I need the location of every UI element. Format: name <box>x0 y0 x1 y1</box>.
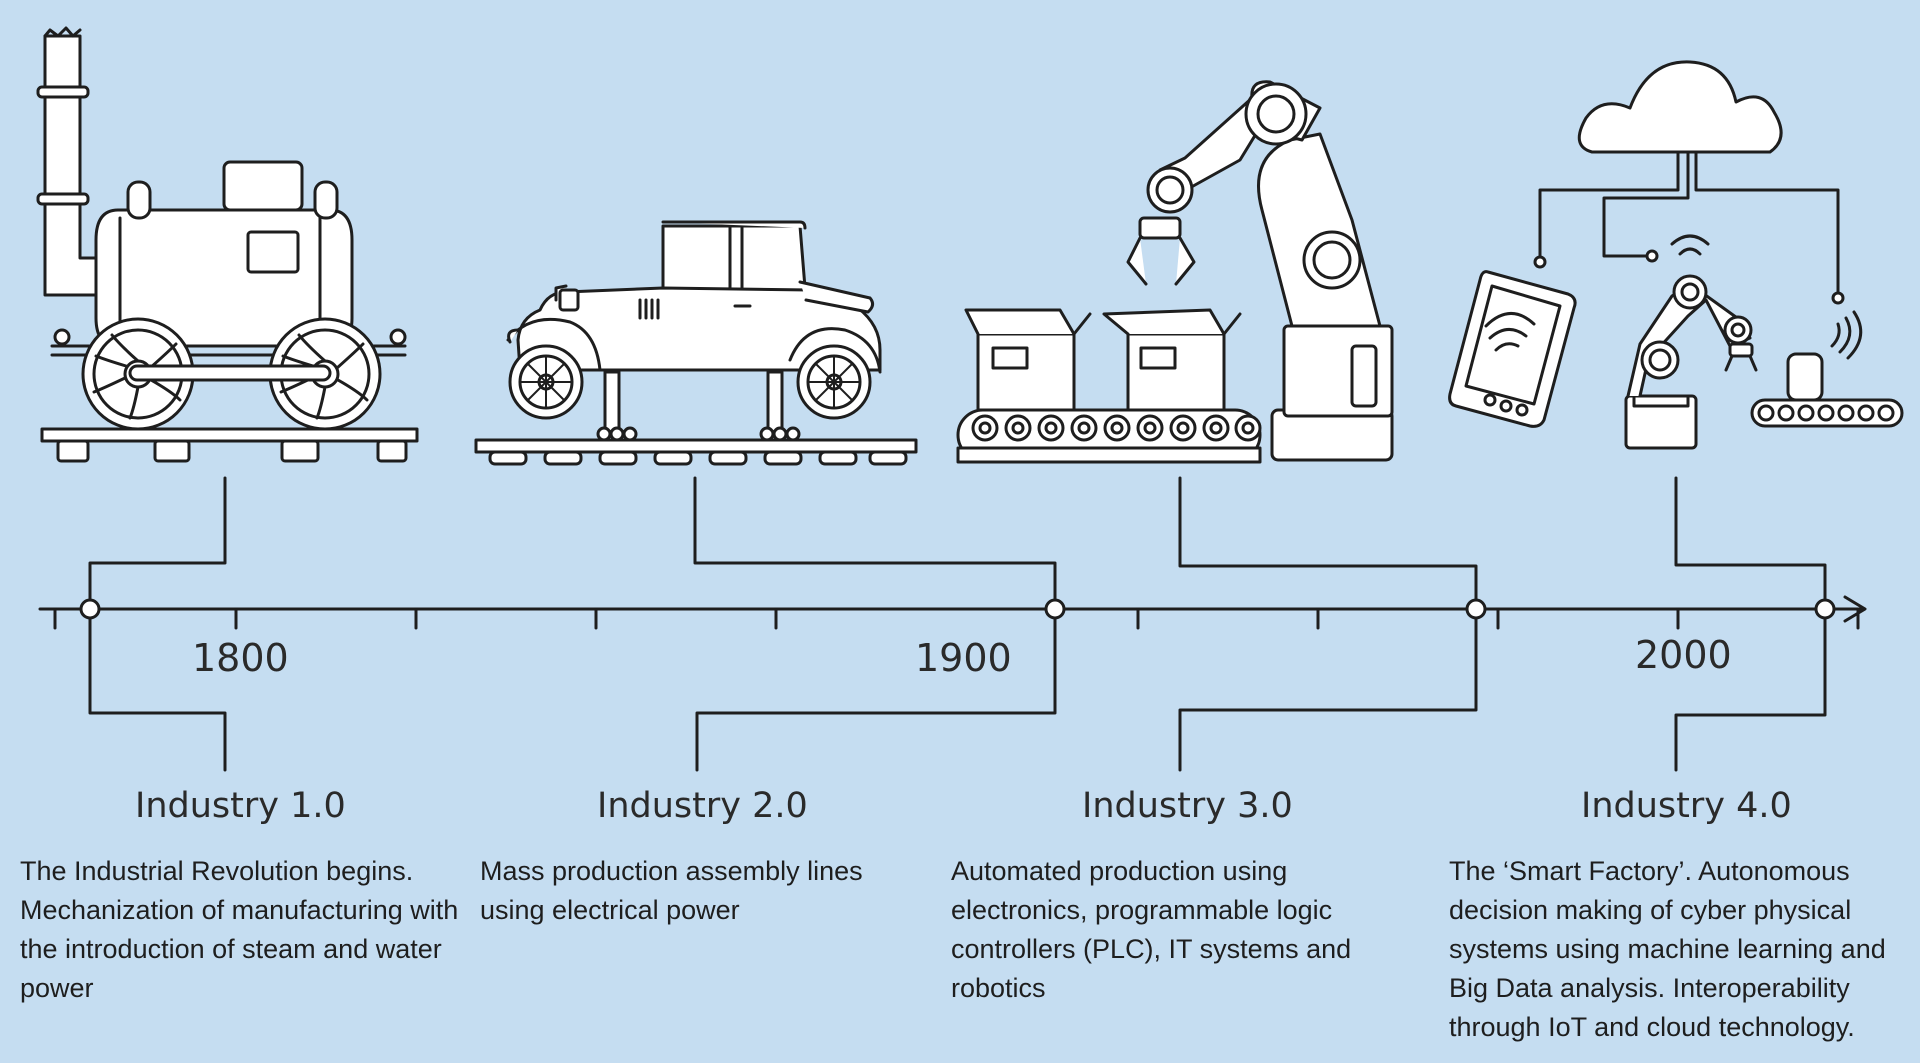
assembly-robot-icon <box>956 80 1394 464</box>
small-robot-icon <box>1624 234 1758 450</box>
era-title-4: Industry 4.0 <box>1581 786 1792 826</box>
tablet-icon <box>1448 270 1577 428</box>
mini-conveyor-icon <box>1750 310 1904 428</box>
era-marker-1 <box>79 598 101 620</box>
era-title-3: Industry 3.0 <box>1082 786 1293 826</box>
era-marker-4 <box>1814 598 1836 620</box>
era-marker-2 <box>1044 598 1066 620</box>
era-markers <box>79 598 1836 620</box>
smart-factory-icon <box>1448 60 1904 450</box>
era-brackets <box>88 476 1827 772</box>
steam-locomotive-icon <box>36 26 419 463</box>
era-description-4: The ‘Smart Factory’. Autonomous decision… <box>1449 856 1886 1042</box>
era-title-2: Industry 2.0 <box>597 786 808 826</box>
era-description-2: Mass production assembly lines using ele… <box>480 856 863 925</box>
vintage-car-icon <box>474 220 918 466</box>
era-description-3: Automated production using electronics, … <box>951 856 1352 1003</box>
axis-ticks <box>53 607 1860 630</box>
cloud-icon <box>1577 60 1783 154</box>
year-label-1900: 1900 <box>915 636 1012 680</box>
timeline-axis <box>38 476 1867 772</box>
era-title-1: Industry 1.0 <box>135 786 346 826</box>
year-label-1800: 1800 <box>192 636 289 680</box>
era-description-1: The Industrial Revolution begins. Mechan… <box>20 856 459 1003</box>
era-marker-3 <box>1465 598 1487 620</box>
year-label-2000: 2000 <box>1635 633 1732 677</box>
